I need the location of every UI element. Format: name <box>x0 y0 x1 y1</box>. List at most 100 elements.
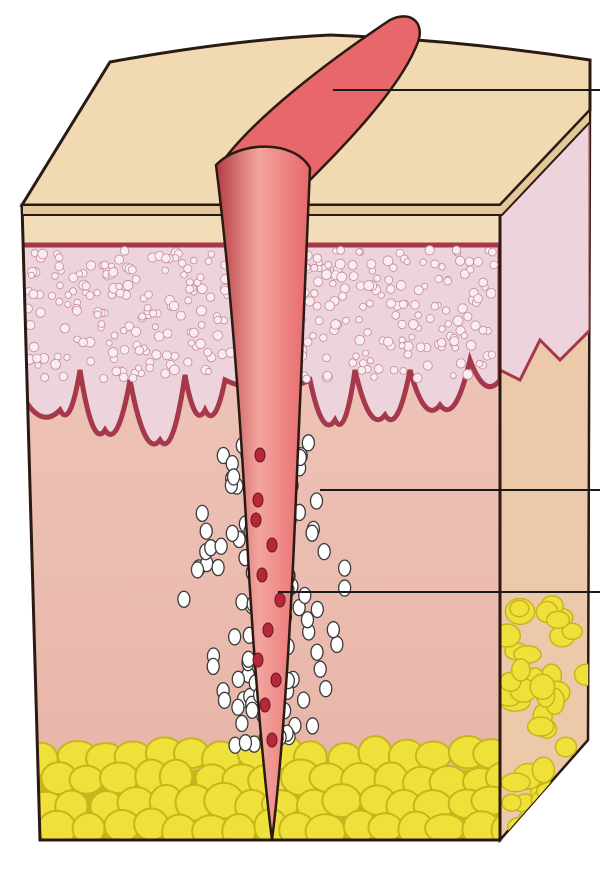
cell-texture-dot <box>476 360 483 367</box>
side-fat-lobule <box>508 818 531 836</box>
cell-texture-dot <box>197 274 204 281</box>
cell-texture-dot <box>208 251 215 258</box>
white-blood-cell <box>320 681 332 697</box>
cell-texture-dot <box>479 278 488 287</box>
cell-texture-dot <box>144 305 151 312</box>
cell-texture-dot <box>82 282 90 290</box>
cell-texture-dot <box>471 321 480 330</box>
cell-texture-dot <box>196 306 206 316</box>
cell-texture-dot <box>185 297 192 304</box>
cell-texture-dot <box>87 357 95 365</box>
cell-texture-dot <box>171 352 179 360</box>
cell-texture-dot <box>364 281 374 291</box>
cell-texture-dot <box>356 249 363 256</box>
cell-texture-dot <box>132 276 140 284</box>
cell-texture-dot <box>464 312 472 320</box>
red-blood-cell <box>255 448 265 462</box>
side-fat-lobule <box>532 757 554 782</box>
cell-texture-dot <box>106 340 112 346</box>
cell-texture-dot <box>120 345 129 354</box>
cell-texture-dot <box>474 294 483 303</box>
cell-texture-dot <box>129 374 137 382</box>
white-blood-cell <box>226 525 238 541</box>
cell-texture-dot <box>450 373 456 379</box>
cell-texture-dot <box>366 300 373 307</box>
fat-lobule <box>70 766 104 794</box>
white-blood-cell <box>215 538 227 554</box>
white-blood-cell <box>339 580 351 596</box>
cell-texture-dot <box>218 350 227 359</box>
cell-texture-dot <box>170 365 180 375</box>
cell-texture-dot <box>452 246 460 254</box>
white-blood-cell <box>200 523 212 539</box>
cell-texture-dot <box>184 358 192 366</box>
cell-texture-dot <box>162 351 171 360</box>
cell-texture-dot <box>55 254 62 261</box>
cell-texture-dot <box>431 260 439 268</box>
cell-texture-dot <box>371 374 378 381</box>
cell-texture-dot <box>435 275 442 282</box>
cell-texture-dot <box>411 301 419 309</box>
side-fat-lobule <box>528 717 554 736</box>
cell-texture-dot <box>101 261 109 269</box>
cell-texture-dot <box>367 358 373 364</box>
cell-texture-dot <box>374 365 383 374</box>
cell-texture-dot <box>409 334 415 340</box>
cell-texture-dot <box>161 369 170 378</box>
cell-texture-dot <box>323 371 332 380</box>
cell-texture-dot <box>181 272 187 278</box>
cell-texture-dot <box>390 366 398 374</box>
cell-texture-dot <box>314 277 323 286</box>
cell-texture-dot <box>94 290 100 296</box>
fat-lobule <box>222 814 255 849</box>
cell-texture-dot <box>450 337 459 346</box>
cell-texture-dot <box>378 292 384 298</box>
side-fat-lobule <box>502 794 521 811</box>
cell-texture-dot <box>458 304 467 313</box>
cell-texture-dot <box>108 348 118 358</box>
cell-texture-dot <box>198 322 205 329</box>
cell-texture-dot <box>408 319 418 329</box>
cell-texture-dot <box>186 285 194 293</box>
cell-texture-dot <box>79 338 88 347</box>
white-blood-cell <box>236 715 248 731</box>
cell-texture-dot <box>348 261 357 270</box>
cell-texture-dot <box>145 291 153 299</box>
white-blood-cell <box>229 629 241 645</box>
cell-texture-dot <box>111 332 118 339</box>
cell-texture-dot <box>98 321 105 328</box>
cell-texture-dot <box>76 271 82 277</box>
cell-texture-dot <box>385 276 393 284</box>
cell-texture-dot <box>65 301 71 307</box>
side-fat-lobule <box>547 611 570 628</box>
white-blood-cell <box>327 622 339 638</box>
cell-texture-dot <box>349 359 357 367</box>
side-fat-lobule <box>551 788 572 812</box>
red-blood-cell <box>267 538 277 552</box>
cell-texture-dot <box>384 337 393 346</box>
cell-texture-dot <box>304 338 312 346</box>
red-blood-cell <box>260 698 270 712</box>
cell-texture-dot <box>340 284 349 293</box>
cell-texture-dot <box>358 366 366 374</box>
cell-texture-dot <box>116 283 123 290</box>
white-blood-cell <box>212 560 224 576</box>
cell-texture-dot <box>100 374 108 382</box>
cell-texture-dot <box>456 359 465 368</box>
cell-texture-dot <box>146 364 154 372</box>
red-blood-cell <box>271 673 281 687</box>
cell-texture-dot <box>163 329 172 338</box>
cell-texture-dot <box>60 324 69 333</box>
cell-texture-dot <box>109 268 118 277</box>
cell-texture-dot <box>479 326 487 334</box>
cell-texture-dot <box>442 307 449 314</box>
cell-texture-dot <box>337 246 345 254</box>
cell-texture-dot <box>461 333 467 339</box>
cell-texture-dot <box>415 312 422 319</box>
cell-texture-dot <box>349 272 358 281</box>
cell-texture-dot <box>128 266 136 274</box>
cell-texture-dot <box>29 290 38 299</box>
cell-texture-dot <box>72 306 81 315</box>
cell-texture-dot <box>154 331 164 341</box>
